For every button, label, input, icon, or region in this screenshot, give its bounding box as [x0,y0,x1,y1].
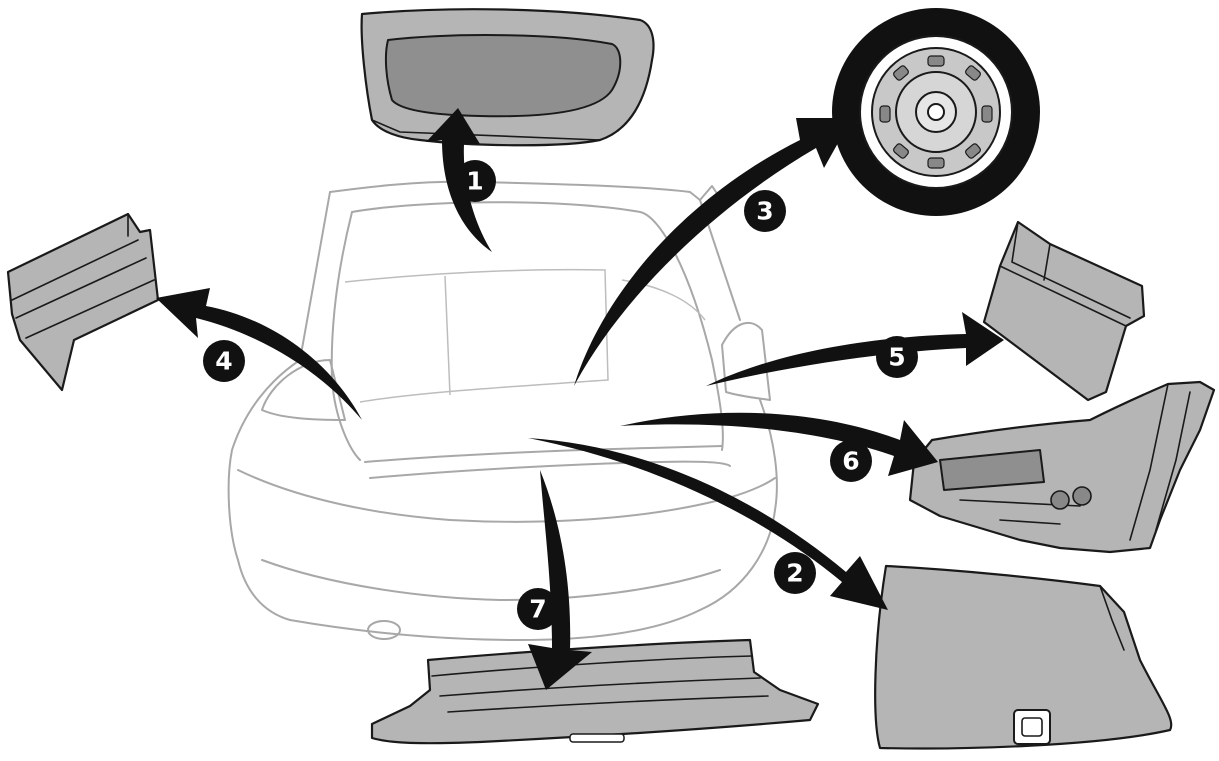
callout-2: 2 [774,552,816,594]
boot-floor-panel-icon [875,566,1171,748]
callout-4-number: 4 [215,347,232,376]
callout-4: 4 [203,340,245,382]
side-trim-right-icon [984,222,1144,400]
arrow-3 [574,118,852,386]
side-trim-left-icon [8,214,158,390]
callout-1-number: 1 [466,167,483,196]
arrow-6 [620,413,938,476]
arrow-7 [528,470,592,690]
tool-tray-icon [910,382,1214,552]
car-rear-outline-icon [229,182,777,640]
callout-7-number: 7 [529,595,546,624]
callout-6: 6 [830,440,872,482]
callout-5-number: 5 [888,343,905,372]
callout-1: 1 [454,160,496,202]
callout-2-number: 2 [786,559,803,588]
callout-3-number: 3 [756,197,773,226]
parcel-shelf-icon [362,9,654,145]
callout-7: 7 [517,588,559,630]
loading-sill-trim-icon [372,640,818,743]
callout-5: 5 [876,336,918,378]
callout-6-number: 6 [842,447,859,476]
callout-3: 3 [744,190,786,232]
spare-wheel-icon [832,8,1040,216]
